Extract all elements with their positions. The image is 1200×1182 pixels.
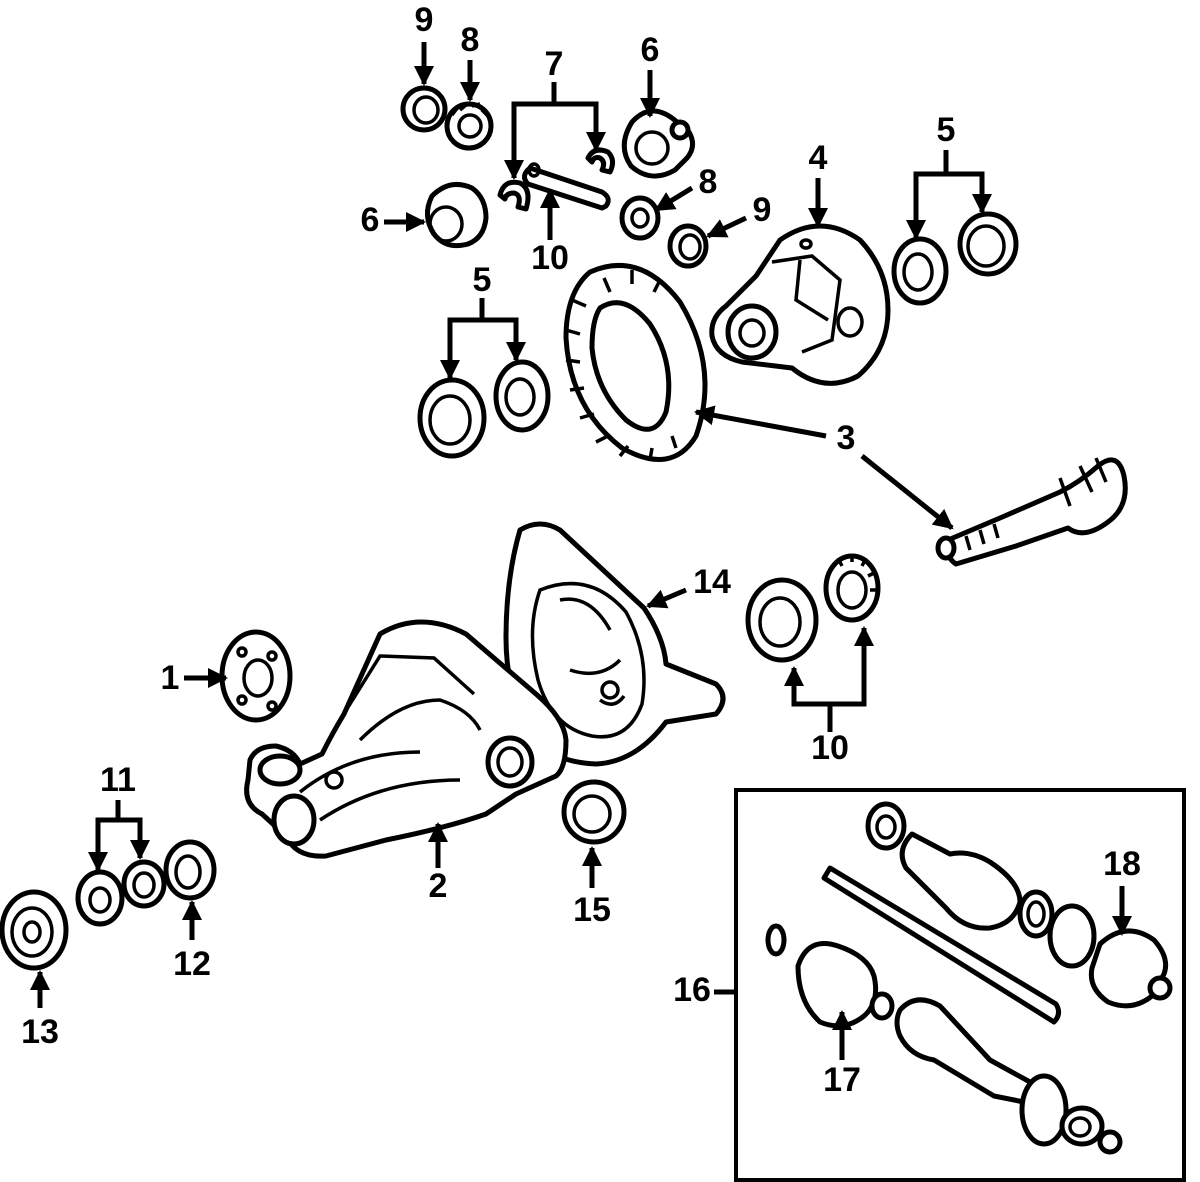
callout-5-mid: 5 (473, 261, 492, 299)
part-8-side-gear-mid (619, 195, 661, 241)
callout-6-left: 6 (361, 201, 380, 239)
callout-18: 18 (1103, 845, 1141, 883)
callout-17: 17 (823, 1061, 861, 1099)
part-6-pinion-gear-left (425, 181, 489, 249)
callout-14: 14 (693, 563, 731, 601)
callout-13: 13 (21, 1013, 59, 1051)
part-15-axle-seal (561, 779, 627, 845)
callout-2: 2 (429, 867, 448, 905)
part-5-bearing-left (417, 359, 551, 459)
part-14-differential-cover (503, 521, 726, 767)
callout-labels: 9 8 7 6 6 10 8 9 4 5 5 3 14 10 1 2 15 11… (21, 1, 1141, 1099)
callout-8-top: 8 (461, 21, 480, 59)
callout-1: 1 (161, 659, 180, 697)
part-8-side-gear-top (444, 101, 494, 151)
part-6-pinion-gear-top (621, 108, 695, 179)
part-12-pinion-seal (163, 839, 217, 901)
part-11-pinion-bearing (75, 859, 167, 927)
callout-15: 15 (573, 891, 611, 929)
part-1-companion-flange (219, 629, 293, 723)
part-10-pinion-shaft (522, 162, 611, 211)
part-9-thrust-washer-mid (667, 223, 709, 269)
callout-11: 11 (100, 761, 136, 799)
part-2-carrier-housing (244, 619, 569, 859)
part-10-bearing-right (745, 553, 881, 663)
callout-8-mid: 8 (699, 163, 718, 201)
callout-9-top: 9 (415, 1, 434, 39)
callout-9-mid: 9 (753, 191, 772, 229)
drive-pinion-gear (935, 457, 1128, 567)
callout-5-top: 5 (937, 111, 956, 149)
callout-7: 7 (545, 45, 564, 83)
callout-3: 3 (837, 419, 856, 457)
callout-10-right: 10 (811, 729, 849, 767)
leader-lines (30, 42, 1132, 1060)
callout-16: 16 (673, 971, 711, 1009)
callout-6-top: 6 (641, 31, 660, 69)
part-5-bearing-right (891, 211, 1019, 306)
part-3-ring-gear (563, 263, 708, 463)
part-4-differential-case (709, 223, 891, 386)
part-9-thrust-washer-top (400, 85, 448, 133)
part-13-pinion-bearing (0, 889, 69, 971)
callout-4: 4 (809, 139, 828, 177)
callout-10-mid: 10 (531, 239, 569, 277)
axle-shaft-assembly-box (734, 788, 1186, 1182)
callout-12: 12 (173, 945, 211, 983)
